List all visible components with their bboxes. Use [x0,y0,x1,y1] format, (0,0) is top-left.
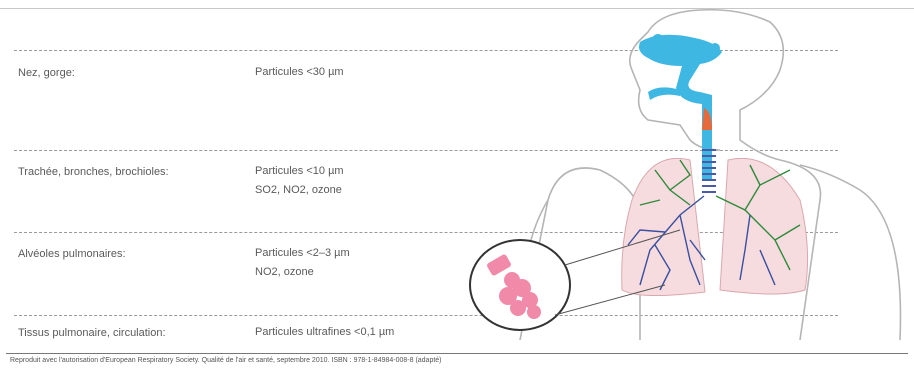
left-lung [622,158,705,295]
footer-rule [6,353,908,354]
right-lung [720,158,808,294]
source-footnote: Reproduit avec l'autorisation d'European… [10,357,442,364]
